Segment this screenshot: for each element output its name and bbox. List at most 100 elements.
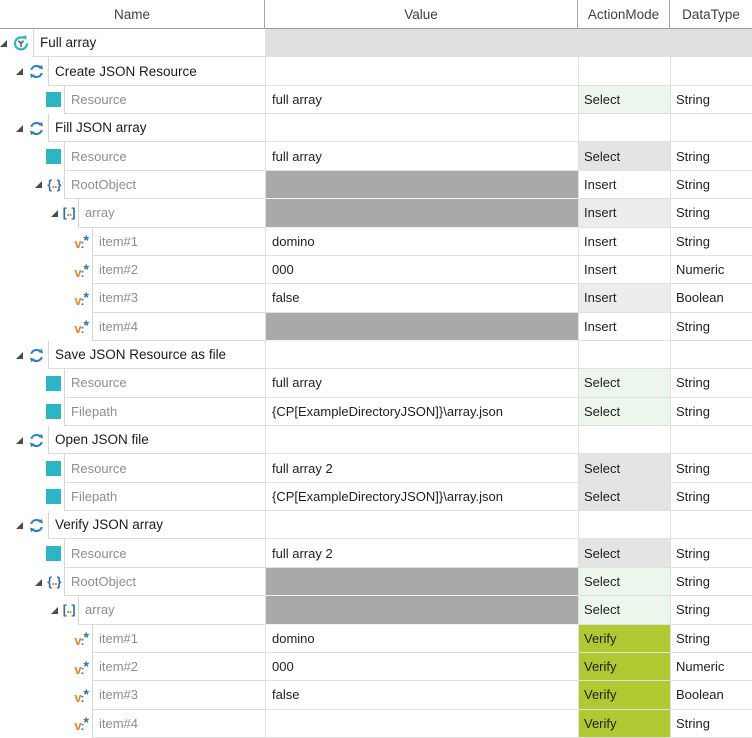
table-row[interactable]: Full array <box>0 29 752 58</box>
value-cell[interactable]: false <box>265 284 578 313</box>
parameter-name[interactable]: item#3 <box>99 687 139 703</box>
parameter-name[interactable]: Filepath <box>71 488 118 504</box>
value-cell[interactable] <box>265 57 578 86</box>
value-cell[interactable]: domino <box>265 624 578 653</box>
table-row[interactable]: Filepath{CP[ExampleDirectoryJSON]}\array… <box>0 482 752 512</box>
actionmode-cell[interactable]: Verify <box>578 709 670 738</box>
parameter-name[interactable]: item#3 <box>99 290 139 306</box>
datatype-cell[interactable]: String <box>670 312 752 341</box>
datatype-cell[interactable]: String <box>670 567 752 597</box>
value-cell[interactable]: full array 2 <box>265 454 578 483</box>
parameter-name[interactable]: RootObject <box>71 574 137 589</box>
actionmode-cell[interactable]: Select <box>578 142 670 171</box>
actionmode-cell[interactable]: Verify <box>578 681 670 710</box>
datatype-cell[interactable]: String <box>670 454 752 483</box>
expander-icon[interactable] <box>16 68 23 76</box>
value-cell[interactable] <box>265 29 578 58</box>
actionmode-cell[interactable] <box>578 29 670 58</box>
datatype-cell[interactable]: Boolean <box>670 284 752 313</box>
parameter-name[interactable]: item#2 <box>99 262 139 278</box>
table-row[interactable]: Filepath {CP[ExampleDirectoryJSON]}\array… <box>0 397 752 427</box>
value-cell[interactable]: full array <box>265 142 578 171</box>
parameter-name[interactable]: Resource <box>71 148 127 164</box>
datatype-cell[interactable]: String <box>670 199 752 228</box>
datatype-cell[interactable]: String <box>670 170 752 200</box>
actionmode-cell[interactable]: Select <box>578 596 670 625</box>
actionmode-cell[interactable]: Insert <box>578 284 670 313</box>
datatype-cell[interactable]: String <box>670 85 752 115</box>
actionmode-cell[interactable] <box>578 114 670 143</box>
column-header-name[interactable]: Name <box>0 0 265 28</box>
actionmode-cell[interactable] <box>578 511 670 540</box>
column-header-datatype[interactable]: DataType <box>670 0 752 28</box>
actionmode-cell[interactable]: Select <box>578 539 670 568</box>
table-row[interactable]: Open JSON file <box>0 426 752 455</box>
table-row[interactable]: Fill JSON array <box>0 114 752 143</box>
datatype-cell[interactable] <box>670 29 752 58</box>
datatype-cell[interactable]: String <box>670 624 752 653</box>
datatype-cell[interactable]: String <box>670 482 752 512</box>
value-cell[interactable]: {CP[ExampleDirectoryJSON]}\array.json <box>265 397 578 427</box>
parameter-name[interactable]: item#4 <box>99 318 139 334</box>
actionmode-cell[interactable]: Insert <box>578 170 670 200</box>
value-cell[interactable]: full array <box>265 85 578 115</box>
table-row[interactable]: Create JSON Resource <box>0 57 752 86</box>
value-cell[interactable] <box>265 709 578 738</box>
expander-icon[interactable] <box>0 39 7 47</box>
value-cell[interactable]: 000 <box>265 652 578 682</box>
parameter-name[interactable]: array <box>85 602 115 618</box>
datatype-cell[interactable]: Numeric <box>670 652 752 682</box>
actionmode-cell[interactable]: Select <box>578 85 670 115</box>
column-header-value[interactable]: Value <box>265 0 578 28</box>
datatype-cell[interactable] <box>670 114 752 143</box>
actionmode-cell[interactable]: Select <box>578 397 670 427</box>
datatype-cell[interactable] <box>670 426 752 455</box>
value-cell[interactable] <box>265 596 578 625</box>
value-cell[interactable]: false <box>265 681 578 710</box>
table-row[interactable]: Verify JSON array <box>0 511 752 540</box>
datatype-cell[interactable]: String <box>670 596 752 625</box>
actionmode-cell[interactable]: Insert <box>578 255 670 285</box>
datatype-cell[interactable]: String <box>670 397 752 427</box>
expander-icon[interactable] <box>16 124 23 132</box>
actionmode-cell[interactable]: Select <box>578 454 670 483</box>
actionmode-cell[interactable]: Select <box>578 369 670 398</box>
datatype-cell[interactable] <box>670 511 752 540</box>
value-cell[interactable]: full array <box>265 369 578 398</box>
datatype-cell[interactable]: String <box>670 539 752 568</box>
actionmode-cell[interactable]: Select <box>578 567 670 597</box>
step-name[interactable]: Full array <box>40 35 97 51</box>
actionmode-cell[interactable]: Verify <box>578 652 670 682</box>
step-name[interactable]: Create JSON Resource <box>55 63 197 79</box>
actionmode-cell[interactable]: Verify <box>578 624 670 653</box>
expander-icon[interactable] <box>35 578 43 586</box>
datatype-cell[interactable]: String <box>670 227 752 256</box>
datatype-cell[interactable]: Boolean <box>670 681 752 710</box>
parameter-name[interactable]: Filepath <box>71 403 118 419</box>
datatype-cell[interactable]: Numeric <box>670 255 752 285</box>
datatype-cell[interactable]: String <box>670 369 752 398</box>
value-cell[interactable] <box>265 170 578 200</box>
expander-icon[interactable] <box>16 351 23 359</box>
parameter-name[interactable]: Resource <box>71 375 127 391</box>
value-cell[interactable]: 000 <box>265 255 578 285</box>
value-cell[interactable] <box>265 511 578 540</box>
value-cell[interactable] <box>265 426 578 455</box>
expander-icon[interactable] <box>16 436 23 444</box>
datatype-cell[interactable]: String <box>670 142 752 171</box>
value-cell[interactable]: full array 2 <box>265 539 578 568</box>
step-name[interactable]: Open JSON file <box>55 432 149 448</box>
value-cell[interactable] <box>265 114 578 143</box>
parameter-name[interactable]: Resource <box>71 545 127 561</box>
parameter-name[interactable]: array <box>85 205 115 221</box>
